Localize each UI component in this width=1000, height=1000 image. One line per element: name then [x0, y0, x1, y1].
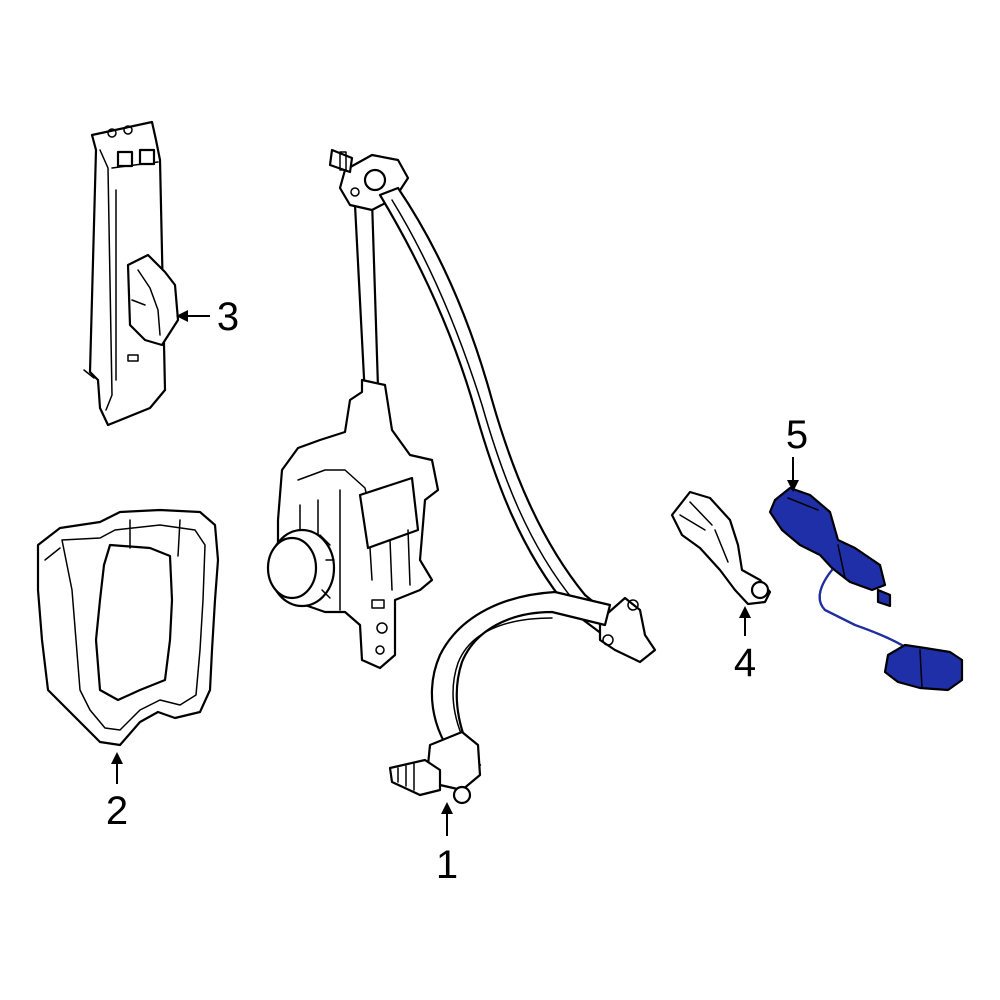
callout-4: 4: [734, 641, 756, 685]
part-5-buckle-sensor: [768, 486, 964, 692]
part-5-cable-outer: [818, 568, 912, 652]
callout-1: 1: [436, 843, 458, 887]
part-5-connector: [883, 643, 964, 692]
callout-3: 3: [217, 295, 239, 339]
callout-2: 2: [106, 789, 128, 833]
part-4-buckle: [670, 490, 772, 606]
callout-leaders: [111, 310, 799, 836]
part-1-seat-belt-assembly: [266, 148, 657, 805]
part-3-bracket: [83, 120, 180, 427]
callout-5: 5: [786, 413, 808, 457]
part-2-trim-cover: [36, 508, 220, 747]
part-5-body: [768, 486, 887, 592]
